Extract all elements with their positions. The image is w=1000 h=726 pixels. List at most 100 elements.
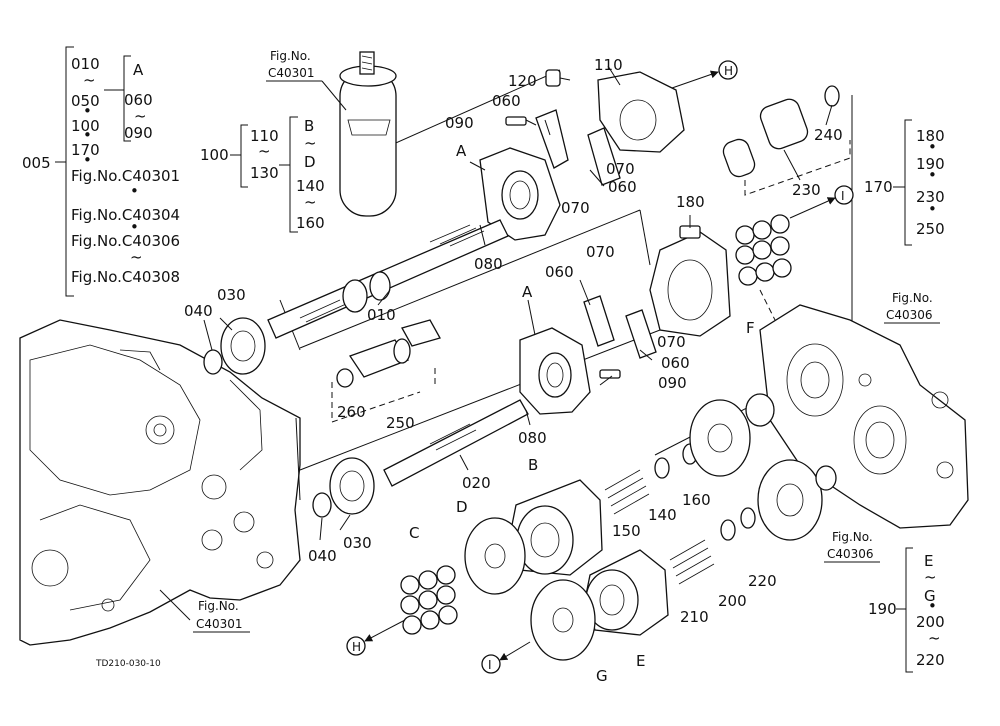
swash-disc-d [464, 517, 526, 595]
callout-070: 070 [586, 243, 615, 261]
fig-ref-bottom: Fig.No. C40301 [193, 599, 250, 633]
callout-060: 060 [661, 354, 690, 372]
group-line: G [924, 587, 936, 605]
callout-150: 150 [612, 522, 641, 540]
callout-250: 250 [386, 414, 415, 432]
callout-070: 070 [606, 160, 635, 178]
callout-110: 110 [594, 56, 623, 74]
cradle-180 [649, 225, 731, 337]
fitting-250 [336, 319, 441, 388]
fig-ref-line: C40301 [196, 617, 243, 631]
arrow-h-top: H [671, 60, 738, 89]
group-line: • [928, 166, 937, 184]
group-line: • [928, 138, 937, 156]
callout-070: 070 [561, 199, 590, 217]
callout-leaders [203, 65, 833, 541]
callout-090: 090 [658, 374, 687, 392]
group-line: Fig.No.C40306 [71, 232, 180, 250]
callout-030: 030 [217, 286, 246, 304]
callout-230: 230 [792, 181, 821, 199]
group-line: Fig.No.C40301 [71, 167, 180, 185]
callout-210: 210 [680, 608, 709, 626]
arrow-marker-i: I [841, 189, 845, 203]
callout-d: D [456, 498, 468, 516]
group-line: • [130, 218, 139, 236]
group-line: • [83, 126, 92, 144]
callout-a: A [522, 283, 533, 301]
callout-060: 060 [492, 92, 521, 110]
callout-030: 030 [343, 534, 372, 552]
arrow-marker-h: H [352, 640, 361, 654]
group-005: 005 010 ~ 050 • 100 • 170 • Fig.No.C4030… [22, 46, 180, 297]
group-line: ~ [924, 568, 937, 586]
cylinder-block-b [509, 479, 603, 576]
group-line: E [924, 552, 933, 570]
arrow-i-top: I [789, 185, 854, 219]
arrow-marker-h: H [724, 64, 733, 78]
valve-plate [689, 393, 775, 477]
callout-020: 020 [462, 474, 491, 492]
callout-060: 060 [545, 263, 574, 281]
group-line: 130 [250, 164, 279, 182]
callout-a: A [456, 142, 467, 160]
pump-housing [19, 319, 301, 646]
group-sub: ~ [304, 193, 317, 211]
group-line: • [83, 102, 92, 120]
group-sub: ~ [304, 134, 317, 152]
callout-060: 060 [608, 178, 637, 196]
group-line: 100 [71, 117, 100, 135]
fig-ref-line: Fig.No. [832, 530, 873, 544]
group-line: 050 [71, 92, 100, 110]
solenoid-valve [321, 51, 397, 217]
fig-ref-line: C40306 [886, 308, 933, 322]
spring-150 [604, 469, 650, 515]
group-100-ref: 100 [200, 146, 229, 164]
callout-f: F [746, 319, 755, 337]
washers-140-160 [654, 443, 698, 479]
group-line: 170 [71, 141, 100, 159]
group-line: 200 [916, 613, 945, 631]
callout-010: 010 [367, 306, 396, 324]
fig-ref-mid: Fig.No. C40306 [824, 530, 880, 563]
fig-ref-line: C40301 [268, 66, 315, 80]
callout-g: G [596, 667, 608, 685]
fig-ref-right: Fig.No. C40306 [884, 291, 940, 324]
fig-ref-line: Fig.No. [892, 291, 933, 305]
group-170-ref: 170 [864, 178, 893, 196]
group-170: 170 180 • 190 • 230 • 250 [864, 119, 945, 246]
group-005-ref: 005 [22, 154, 51, 172]
callout-140: 140 [648, 506, 677, 524]
cylinder-block-e [584, 549, 669, 636]
group-190: 190 E ~ G • 200 ~ 220 [868, 547, 945, 673]
group-sub: ~ [134, 107, 147, 125]
lower-swashplate [519, 295, 657, 415]
group-line: ~ [258, 142, 271, 160]
callout-220: 220 [748, 572, 777, 590]
group-line: Fig.No.C40304 [71, 206, 180, 224]
group-line: • [83, 151, 92, 169]
group-line: 220 [916, 651, 945, 669]
group-sub: B [304, 117, 314, 135]
group-line: ~ [928, 629, 941, 647]
group-line: • [928, 200, 937, 218]
group-line: 190 [916, 155, 945, 173]
group-line: ~ [83, 71, 96, 89]
callout-200: 200 [718, 592, 747, 610]
figure-code: TD210-030-10 [95, 659, 161, 669]
callout-090: 090 [445, 114, 474, 132]
arrow-marker-i: I [488, 658, 492, 672]
callout-080: 080 [518, 429, 547, 447]
fig-ref-line: C40306 [827, 547, 874, 561]
group-sub: A [133, 61, 144, 79]
group-sub: 140 [296, 177, 325, 195]
arrow-h-bottom: H [346, 619, 406, 656]
callout-040: 040 [184, 302, 213, 320]
group-sub: 090 [124, 124, 153, 142]
fig-ref-line: Fig.No. [270, 49, 311, 63]
callout-240: 240 [814, 126, 843, 144]
callout-e: E [636, 652, 645, 670]
group-line: 110 [250, 127, 279, 145]
upper-swashplate [479, 69, 685, 241]
swash-disc-g [530, 579, 596, 661]
